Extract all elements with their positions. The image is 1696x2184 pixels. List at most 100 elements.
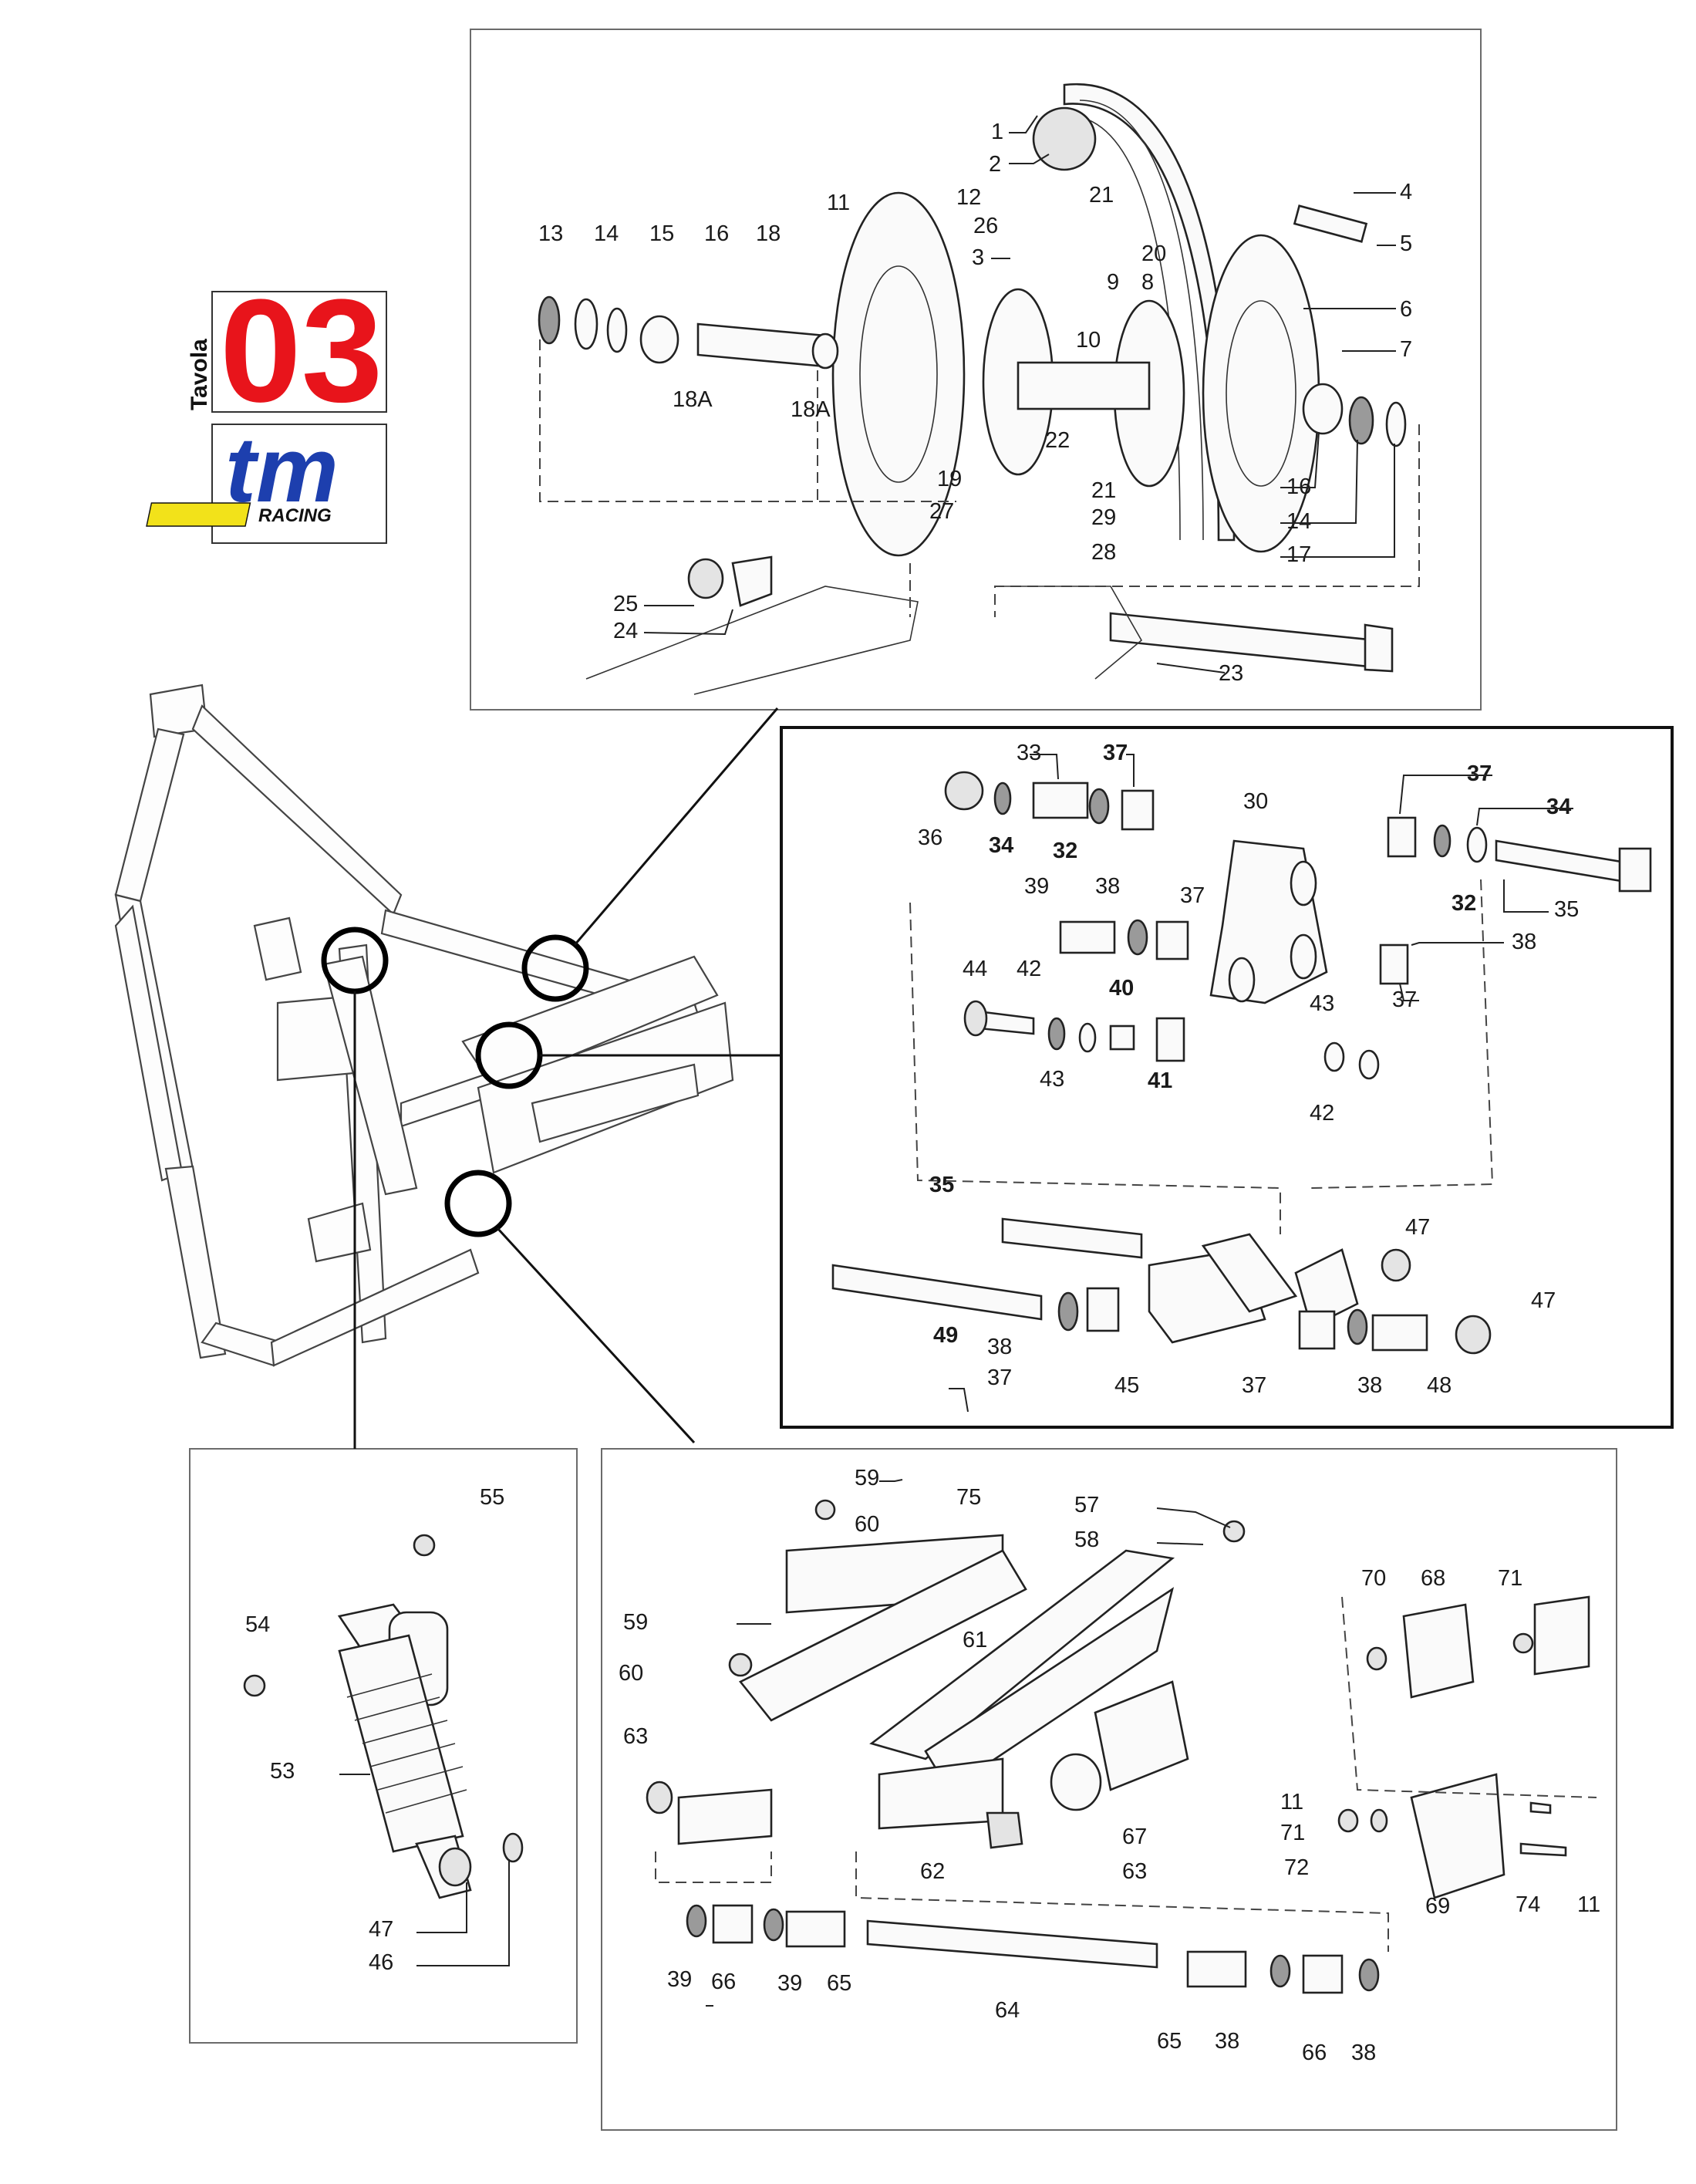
callout-64: 64 [995,1998,1020,2023]
callout-38-bottom-left: 38 [987,1335,1012,1359]
callout-37-top: 37 [1103,741,1128,765]
callout-55: 55 [480,1485,504,1510]
panel-frame-swingarm [601,1448,1617,2131]
panel-frame-wheel [470,29,1482,711]
callout-34-right: 34 [1546,795,1571,819]
callout-38-mid: 38 [1095,874,1120,899]
callout-47-top: 47 [1405,1215,1430,1240]
logo-sub-band [146,502,251,527]
callout-18A-left: 18A [673,387,713,412]
callout-68: 68 [1421,1566,1445,1591]
shock-absorber-drawing [243,1534,524,1899]
callout-71-top: 71 [1498,1566,1522,1591]
callout-28: 28 [1091,540,1116,565]
callout-58: 58 [1074,1527,1099,1552]
callout-49: 49 [933,1323,958,1348]
callout-63-right: 63 [1122,1859,1147,1884]
callout-8: 8 [1141,270,1154,295]
callout-59-top: 59 [855,1466,879,1490]
callouts-shock: 55 54 53 47 46 [245,1485,504,1975]
plate-label: Tavola [187,339,212,410]
callout-4: 4 [1400,180,1412,204]
callout-75: 75 [956,1485,981,1510]
callout-37-right: 37 [1467,761,1492,786]
callout-53: 53 [270,1759,295,1784]
callout-37-bottom: 37 [1242,1373,1266,1398]
callout-30: 30 [1243,789,1268,814]
callout-39-mid: 39 [777,1971,802,1996]
wheel-hub-drawing [538,83,1420,695]
panel-frame-linkage [780,726,1674,1429]
callout-35-top: 35 [1554,897,1579,922]
callout-7: 7 [1400,337,1412,362]
callout-33: 33 [1017,741,1041,765]
callout-43-left: 43 [1040,1067,1064,1092]
callout-67: 67 [1122,1825,1147,1849]
callout-27: 27 [929,499,954,524]
callout-19: 19 [937,467,962,491]
callout-23: 23 [1219,661,1243,686]
callout-17: 17 [1286,542,1311,567]
callout-37-mid: 37 [1180,883,1205,908]
callout-22: 22 [1045,428,1070,453]
callout-16: 16 [704,221,729,246]
callout-26: 26 [973,214,998,238]
callout-43-right: 43 [1310,991,1334,1016]
callout-47-bottom: 47 [1531,1288,1556,1313]
callout-59-left: 59 [623,1610,648,1635]
callout-63-left: 63 [623,1724,648,1749]
callout-21-bottom: 21 [1091,478,1116,503]
callout-44: 44 [963,957,987,981]
callouts-swingarm: 59 60 75 57 58 59 60 61 70 68 71 63 11 7… [619,1466,1600,2065]
callout-20: 20 [1141,241,1166,266]
callout-38-right: 38 [1512,930,1536,954]
callout-38-swing-right: 38 [1351,2041,1376,2065]
callout-48: 48 [1427,1373,1452,1398]
callout-32-left: 32 [1053,839,1077,863]
callout-60-left: 60 [619,1661,643,1686]
callout-46: 46 [369,1950,393,1975]
callout-47-shock: 47 [369,1917,393,1942]
callout-61: 61 [963,1628,987,1652]
callout-37-bottom-left: 37 [987,1365,1012,1390]
leader-lines [339,115,1573,2007]
callout-66-right: 66 [1302,2041,1327,2065]
callout-18A-right: 18A [791,397,831,422]
linkage-drawing [831,771,1652,1355]
callout-6: 6 [1400,297,1412,322]
tm-racing-logo: tm RACING [146,418,387,544]
callout-38-bottom: 38 [1357,1373,1382,1398]
callout-62: 62 [920,1859,945,1884]
callout-60-top: 60 [855,1512,879,1537]
panel-frame-shock [189,1448,578,2044]
marker-swingarm [444,1170,512,1237]
callout-74: 74 [1516,1892,1540,1917]
callout-35-bottom: 35 [929,1173,954,1197]
callout-42-right: 42 [1310,1101,1334,1126]
callout-72: 72 [1284,1855,1309,1880]
callout-2: 2 [989,152,1001,177]
callout-14: 14 [594,221,619,246]
callout-34-left: 34 [989,833,1013,858]
callout-13: 13 [538,221,563,246]
plate-badge: 03 Tavola [187,269,387,433]
callout-39-left: 39 [667,1967,692,1992]
callout-39: 39 [1024,874,1049,899]
motorcycle-frame-drawing [114,684,781,1449]
callout-66-left: 66 [711,1970,736,1994]
callout-11: 11 [827,191,850,215]
callout-11-left: 11 [1280,1790,1303,1814]
callout-24: 24 [613,619,638,643]
callout-15: 15 [649,221,674,246]
callout-5: 5 [1400,231,1412,256]
callout-69: 69 [1425,1894,1450,1919]
callout-36: 36 [918,825,942,850]
swingarm-drawing [646,1499,1597,1994]
callout-45: 45 [1114,1373,1139,1398]
callout-65-left: 65 [827,1971,851,1996]
callout-38-swing-left: 38 [1215,2029,1239,2054]
callout-42-left: 42 [1017,957,1041,981]
callout-71-left: 71 [1280,1821,1305,1845]
callout-18: 18 [756,221,781,246]
